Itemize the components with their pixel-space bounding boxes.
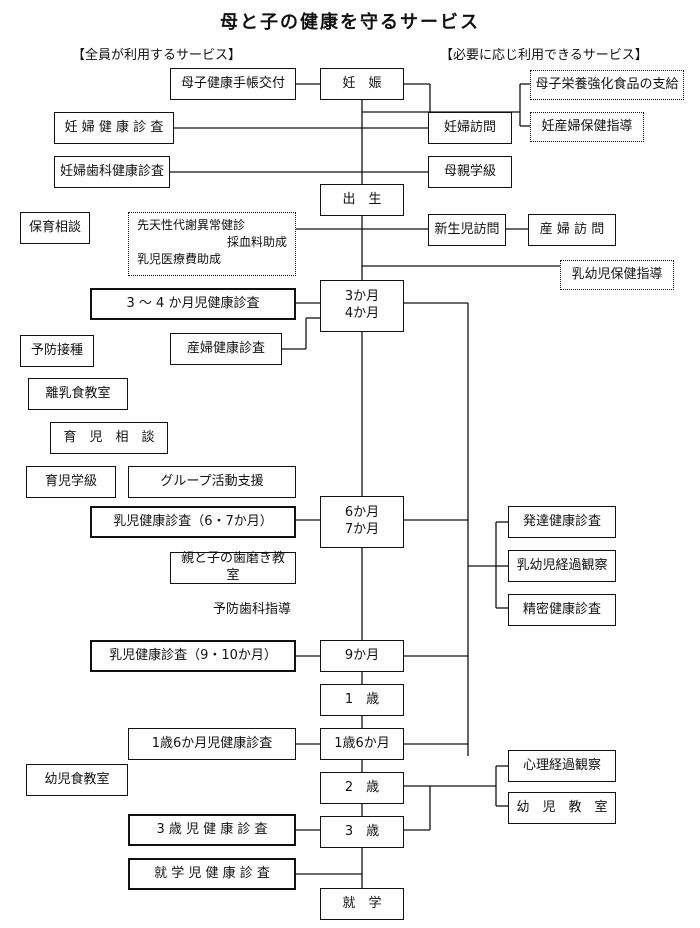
stage-2-years: 2 歳 (320, 772, 404, 804)
service-pregnant-dental: 妊婦歯科健康診査 (54, 156, 170, 188)
stage-7m-label: 7か月 (344, 522, 380, 537)
stage-3m-label: 3か月 (344, 289, 380, 305)
stage-6m-label: 6か月 (344, 505, 380, 521)
stage-1-year-6-months: 1歳6か月 (320, 728, 404, 760)
service-checkup-1y6m: 1歳6か月児健康診査 (128, 728, 296, 760)
blood-fee-label: 採血料助成 (226, 234, 287, 249)
service-nutrition-food: 母子栄養強化食品の支給 (530, 70, 684, 100)
header-optional: 【必要に応じ利用できるサービス】 (440, 48, 648, 63)
service-pregnant-visit: 妊婦訪問 (428, 112, 512, 144)
service-weaning-class: 離乳食教室 (28, 378, 128, 410)
service-group-support: グループ活動支援 (128, 466, 296, 498)
service-mother-class: 母親学級 (428, 156, 512, 188)
service-checkup-3y: 3 歳 児 健 康 診 査 (128, 814, 296, 846)
service-pregnant-checkup: 妊 婦 健 康 診 査 (54, 112, 174, 144)
service-infant-health-guidance: 乳幼児保健指導 (560, 260, 674, 290)
congenital-checkup-label: 先天性代謝異常健診 (137, 218, 246, 232)
stage-3-4-months: 3か月 4か月 (320, 280, 404, 332)
service-childrearing-consult: 育 児 相 談 (50, 422, 168, 454)
stage-4m-label: 4か月 (344, 306, 380, 321)
stage-school-entry: 就 学 (320, 888, 404, 920)
service-postpartum-visit: 産 婦 訪 問 (528, 214, 616, 246)
service-infant-observation: 乳幼児経過観察 (508, 550, 616, 582)
service-vaccination: 予防接種 (20, 335, 94, 367)
service-infant-checkup-9-10m: 乳児健康診査（9・10か月） (90, 640, 296, 672)
service-congenital-group: 先天性代謝異常健診 採血料助成 乳児医療費助成 (128, 212, 296, 276)
service-infant-checkup-6-7m: 乳児健康診査（6・7か月） (90, 506, 296, 538)
stage-pregnancy: 妊 娠 (320, 68, 404, 100)
infant-medical-label: 乳児医療費助成 (137, 251, 222, 266)
service-handbook: 母子健康手帳交付 (170, 68, 296, 100)
service-detailed-checkup: 精密健康診査 (508, 594, 616, 626)
service-parent-child-brushing: 親と子の歯磨き教室 (170, 551, 296, 584)
service-newborn-visit: 新生児訪問 (428, 214, 506, 246)
service-checkup-3-4m: 3 ～ 4 か月児健康診査 (90, 288, 296, 320)
stage-3-years: 3 歳 (320, 816, 404, 848)
stage-1-year: 1 歳 (320, 684, 404, 716)
service-pre-school-checkup: 就 学 児 健 康 診 査 (128, 858, 296, 890)
service-childcare-consult: 保育相談 (20, 212, 90, 244)
stage-9-months: 9か月 (320, 640, 404, 672)
service-postpartum-checkup: 産婦健康診査 (170, 333, 282, 365)
service-maternal-health-guidance: 妊産婦保健指導 (530, 112, 644, 142)
diagram-title: 母と子の健康を守るサービス (220, 12, 480, 33)
header-universal: 【全員が利用するサービス】 (72, 48, 242, 63)
stage-6-7-months: 6か月 7か月 (320, 496, 404, 548)
service-psych-observation: 心理経過観察 (508, 750, 616, 782)
service-dental-guidance: 予防歯科指導 (208, 596, 296, 624)
service-toddler-food-class: 幼児食教室 (26, 764, 128, 796)
service-kindergarten: 幼 児 教 室 (508, 792, 616, 824)
service-development-checkup: 発達健康診査 (508, 506, 616, 538)
stage-birth: 出 生 (320, 184, 404, 216)
service-childrearing-class: 育児学級 (26, 466, 116, 498)
